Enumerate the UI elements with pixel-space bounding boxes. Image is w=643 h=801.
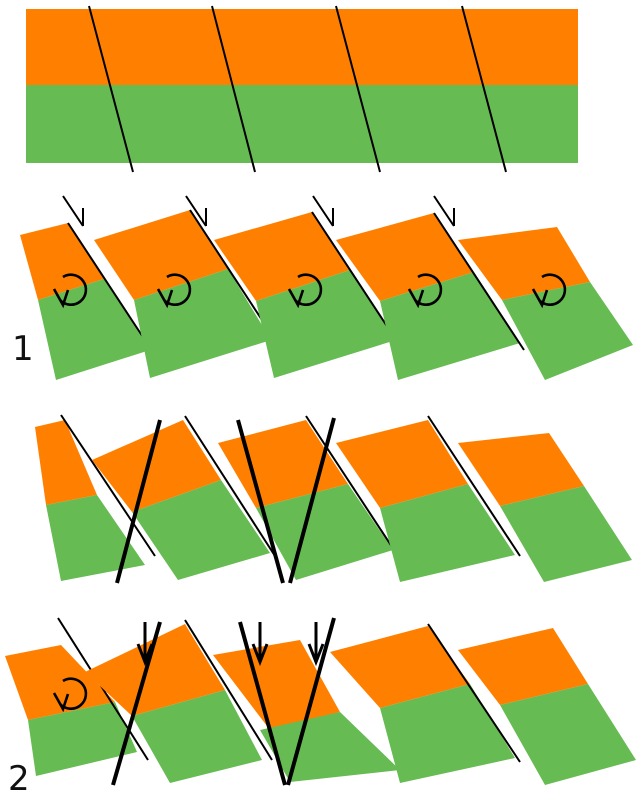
original-layers xyxy=(26,6,578,172)
stage-1b-blocks xyxy=(35,415,632,583)
stage-label-1: 1 xyxy=(12,329,34,369)
upper-layer-orange xyxy=(26,9,578,85)
stage-2-blocks xyxy=(5,618,636,785)
shear-sense-icon xyxy=(63,196,83,226)
stage-label-2: 2 xyxy=(8,759,30,799)
block-lower xyxy=(502,282,633,380)
block-upper xyxy=(35,420,97,505)
stage-1-blocks xyxy=(20,196,633,380)
down-arrow-icon xyxy=(309,622,323,662)
lower-layer-green xyxy=(26,85,578,163)
